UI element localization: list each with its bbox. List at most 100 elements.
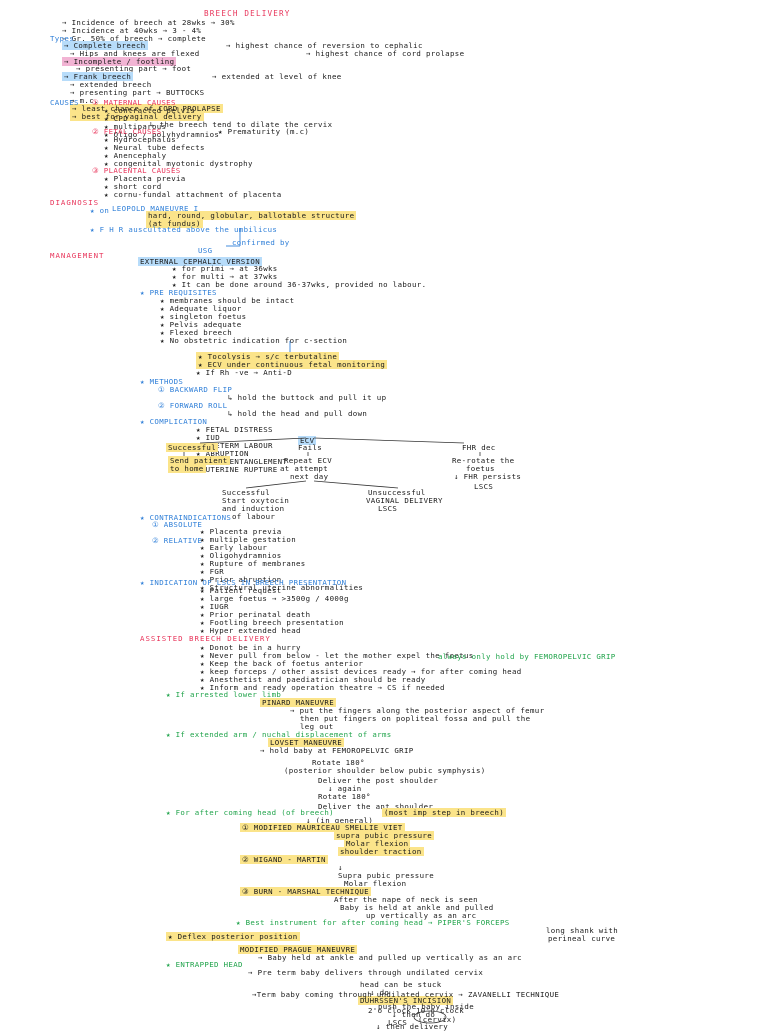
- note-line: Molar flexion: [344, 839, 411, 848]
- note-line: → Incidence of breech at 28wks → 30%: [62, 18, 235, 27]
- note-line: ★ large foetus → >3500g / 4000g: [200, 594, 349, 603]
- note-line: at attempt: [280, 464, 328, 473]
- note-line: ↓ do: [370, 988, 390, 997]
- note-line: ★ Hyper extended head: [200, 626, 301, 635]
- note-line: ★ Prior abruption: [200, 575, 282, 584]
- note-line: shoulder traction: [338, 847, 424, 856]
- note-line: MANAGEMENT: [50, 251, 105, 260]
- note-line: MODIFIED PRAGUE MANEUVRE: [238, 945, 358, 954]
- note-line: → m.c.: [70, 96, 99, 105]
- note-line: ★ for primi → at 36wks: [172, 264, 278, 273]
- note-line: ★ PRE REQUISITES: [140, 288, 217, 297]
- note-line: confirmed by: [232, 238, 290, 247]
- note-line: supra pubic pressure: [334, 831, 434, 840]
- note-line: hard, round, globular, ballotable struct…: [146, 211, 357, 220]
- note-line: ★ FETAL DISTRESS: [196, 425, 273, 434]
- note-line: foetus: [466, 464, 495, 473]
- note-line: Deliver the ant shoulder: [318, 802, 434, 811]
- note-line: → Frank breech: [62, 72, 134, 81]
- note-line: DUHRSSEN'S INCISION: [358, 996, 454, 1005]
- note-line: → presenting part → BUTTOCKS: [70, 88, 205, 97]
- note-line: LOVSET MANEUVRE: [268, 738, 344, 747]
- note-line: → put the fingers along the posterior as…: [290, 706, 545, 715]
- note-line: ★ Prematurity (m.c): [218, 127, 310, 136]
- note-line: → hold baby at FEMOROPELVIC GRIP: [260, 746, 414, 755]
- note-line: ★ It can be done around 36-37wks, provid…: [172, 280, 427, 289]
- note-line: ① MODIFIED MAURICEAU SMELLIE VIET: [240, 823, 405, 832]
- note-line: ★ Adequate liquor: [160, 304, 242, 313]
- note-line: ★ Donot be in a hurry: [200, 643, 301, 652]
- note-line: Types: [50, 34, 74, 43]
- note-line: ★ CPD: [104, 114, 128, 123]
- note-line: ↳ hold the buttock and pull it up: [228, 393, 387, 402]
- note-line: →Term baby coming through undilated cerv…: [252, 990, 560, 999]
- note-line: ★ Placenta previa: [104, 174, 186, 183]
- note-line: ★ singleton foetus: [160, 312, 247, 321]
- note-line: ★ Neural tube defects: [104, 143, 205, 152]
- note-line: leg out: [300, 722, 334, 731]
- note-line: ★ METHODS: [140, 377, 184, 386]
- note-line: ↓ FHR persists: [454, 472, 522, 481]
- note-line: ③ PLACENTAL CAUSES: [92, 166, 181, 175]
- note-line: ② WIGAND - MARTIN: [240, 855, 328, 864]
- note-line: → extended breech: [70, 80, 152, 89]
- note-line: ★ ENTRAPPED HEAD: [166, 960, 243, 969]
- note-line: ★ Hydrocephalus: [104, 135, 176, 144]
- note-line: EXTERNAL CEPHALIC VERSION: [138, 257, 262, 266]
- note-line: ★ ABRUPTION: [196, 449, 249, 458]
- note-line: Start oxytocin: [222, 496, 290, 505]
- note-line: Supra pubic pressure: [338, 871, 434, 880]
- note-line: (most imp step in breech): [382, 808, 506, 817]
- note-line: VAGINAL DELIVERY: [366, 496, 443, 505]
- note-line: → presenting part → foot: [76, 64, 192, 73]
- note-line: → extended at level of knee: [212, 72, 342, 81]
- page-title: BREECH DELIVERY: [204, 9, 291, 18]
- note-line: next day: [290, 472, 329, 481]
- note-line: ★ Pelvis adequate: [160, 320, 242, 329]
- note-line: ★ on: [90, 206, 110, 215]
- note-line: ★ keep forceps / other assist devices re…: [200, 667, 522, 676]
- note-line: ★ If extended arm / nuchal displacement …: [166, 730, 392, 739]
- note-line: (cervix): [418, 1015, 457, 1024]
- note-line: ★ CORD ENTANGLEMENT: [196, 457, 288, 466]
- note-line: → least chance of CORD PROLAPSE: [70, 104, 223, 113]
- note-line: ★ Footling breech presentation: [200, 618, 344, 627]
- note-line: ★ Deflex posterior position: [166, 932, 300, 941]
- note-line: ★ IUGR: [200, 602, 229, 611]
- note-line: (posterior shoulder below pubic symphysi…: [284, 766, 486, 775]
- note-line: and induction: [222, 504, 285, 513]
- note-line: ★ Prior perinatal death: [200, 610, 311, 619]
- note-line: ★ Best instrument for after coming head …: [236, 918, 510, 927]
- note-line: then put fingers on popliteal fossa and …: [300, 714, 531, 723]
- note-line: up vertically as an arc: [366, 911, 477, 920]
- note-line: LSCS: [388, 1018, 408, 1027]
- note-line: → Baby held at ankle and pulled up verti…: [258, 953, 522, 962]
- note-line: ↓ again: [328, 784, 362, 793]
- note-line: ★ for multi → at 37wks: [172, 272, 278, 281]
- note-line: ★ IUD: [196, 433, 220, 442]
- note-line: ② FORWARD ROLL: [158, 401, 228, 410]
- note-line: → Hips and knees are flexed: [70, 49, 200, 58]
- note-line: Fails: [298, 443, 322, 452]
- note-line: ★ Tocolysis → s/c terbutaline: [196, 352, 340, 361]
- note-line: 2'o clock 10'o clock: [368, 1006, 464, 1015]
- note-line: Rotate 180°: [312, 758, 365, 767]
- note-line: ★ For after coming head (of breech): [166, 808, 334, 817]
- note-line: ★ If Rh -ve → Anti-D: [196, 368, 292, 377]
- note-line: → Gr. 50% of breech → complete: [62, 34, 206, 43]
- note-line: ★ congenital myotonic dystrophy: [104, 159, 253, 168]
- note-line: LEOPOLD MANEUVRE I: [112, 204, 199, 213]
- note-line: ★ No obstetric indication for c-section: [160, 336, 348, 345]
- note-line: ★ Oligohydramnios: [200, 551, 282, 560]
- note-line: ① MATERNAL CAUSES: [92, 98, 176, 107]
- note-line: ★ Early labour: [200, 543, 268, 552]
- note-line: → Incidence at 40wks → 3 - 4%: [62, 26, 202, 35]
- note-line: ★ FGR: [200, 567, 224, 576]
- note-line: ★ Flexed breech: [160, 328, 232, 337]
- note-line: ★ Anesthetist and paediatrician should b…: [200, 675, 426, 684]
- note-line: ★ Keep the back of foetus anterior: [200, 659, 364, 668]
- note-line: After the nape of neck is seen: [334, 895, 478, 904]
- note-line: ★ Placenta previa: [200, 527, 282, 536]
